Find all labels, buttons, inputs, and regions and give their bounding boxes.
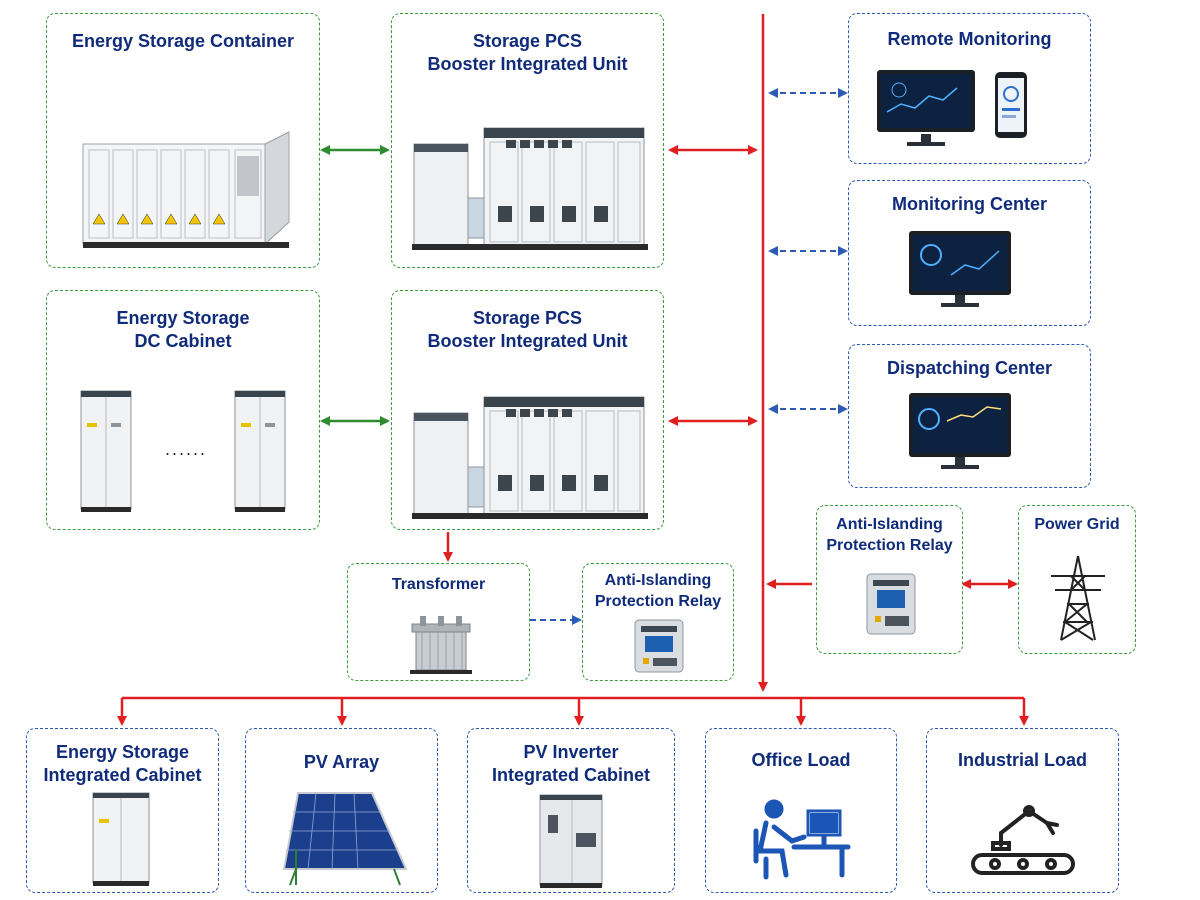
energy-storage-container-box: Energy Storage Container	[46, 13, 320, 268]
box-title: PV Inverter Integrated Cabinet	[491, 742, 651, 785]
box-title: Anti-Islanding Protection Relay	[594, 572, 722, 610]
box-title: Energy Storage Container	[71, 31, 295, 51]
anti-islanding-relay-box-right: Anti-Islanding Protection Relay	[816, 505, 963, 654]
box-title: Power Grid	[1034, 516, 1120, 533]
storage-pcs-box-2: Storage PCS Booster Integrated Unit	[391, 290, 664, 530]
energy-storage-integrated-cabinet-box: Energy Storage Integrated Cabinet	[26, 728, 219, 893]
industrial-load-box: Industrial Load	[926, 728, 1119, 893]
dc-cabinet-image-right	[234, 390, 286, 512]
anti-islanding-relay-box-left: Anti-Islanding Protection Relay	[582, 563, 734, 681]
box-title: Anti-Islanding Protection Relay	[826, 516, 953, 554]
energy-storage-dc-cabinet-box: Energy Storage DC Cabinet ......	[46, 290, 320, 530]
box-title: Energy Storage DC Cabinet	[116, 308, 250, 351]
storage-container-image	[82, 131, 290, 248]
pv-inverter-integrated-cabinet-box: PV Inverter Integrated Cabinet	[467, 728, 675, 893]
dispatching-center-box: Dispatching Center	[848, 344, 1091, 488]
office-load-box: Office Load	[705, 728, 897, 893]
office-worker-icon	[753, 799, 851, 880]
remote-monitoring-box: Remote Monitoring	[848, 13, 1091, 164]
box-title: Transformer	[391, 576, 486, 593]
box-title: Remote Monitoring	[887, 29, 1052, 49]
box-title: Storage PCS Booster Integrated Unit	[427, 308, 628, 351]
cabinet-image	[92, 792, 150, 886]
box-title: Industrial Load	[957, 750, 1087, 770]
ellipsis: ......	[165, 439, 208, 459]
box-title: Monitoring Center	[892, 194, 1047, 214]
monitor-icon	[877, 70, 975, 146]
smartphone-icon	[995, 72, 1027, 138]
box-title: PV Array	[303, 752, 380, 772]
solar-panel-image	[282, 792, 408, 886]
pcs-unit-image	[412, 127, 648, 250]
transformer-image	[410, 616, 472, 674]
robot-arm-conveyor-icon	[971, 805, 1075, 875]
monitor-icon	[909, 231, 1011, 307]
dc-cabinet-image-left	[80, 390, 132, 512]
transformer-box: Transformer	[347, 563, 530, 681]
monitoring-center-box: Monitoring Center	[848, 180, 1091, 326]
monitor-icon	[909, 393, 1011, 469]
relay-device-image	[634, 619, 684, 673]
pv-array-box: PV Array	[245, 728, 438, 893]
box-title: Office Load	[751, 750, 851, 770]
box-title: Storage PCS Booster Integrated Unit	[427, 31, 628, 74]
pcs-unit-image	[412, 396, 648, 519]
transmission-tower-icon	[1051, 555, 1105, 641]
storage-pcs-box-1: Storage PCS Booster Integrated Unit	[391, 13, 664, 268]
box-title: Dispatching Center	[886, 358, 1053, 378]
relay-device-image	[866, 573, 916, 635]
box-title: Energy Storage Integrated Cabinet	[43, 742, 202, 785]
power-grid-box: Power Grid	[1018, 505, 1136, 654]
inverter-cabinet-image	[539, 794, 603, 888]
